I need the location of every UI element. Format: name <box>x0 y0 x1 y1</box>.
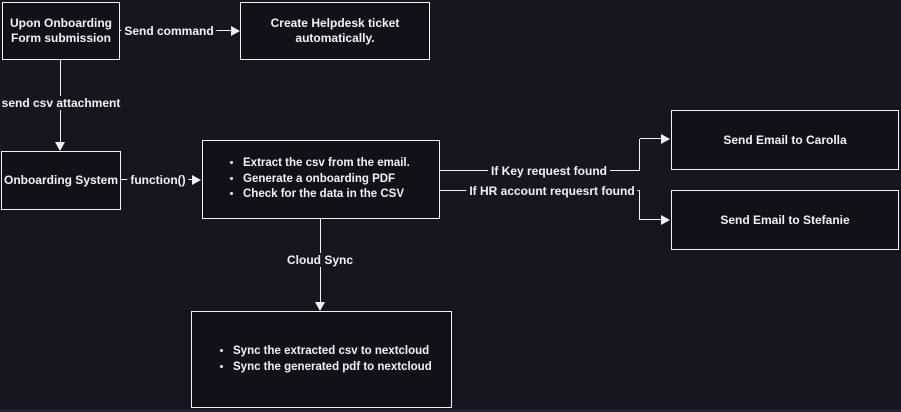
arrow-head-down-icon <box>315 302 325 311</box>
edge-label-send-command: Send command <box>121 24 217 38</box>
node-email-carolla-label: Send Email to Carolla <box>723 132 847 147</box>
node-form-trigger: Upon Onboarding Form submission <box>2 2 120 60</box>
bottom-strip <box>0 409 901 412</box>
process-step-item: Extract the csv from the email. <box>243 156 410 172</box>
node-form-trigger-label: Form submission <box>10 31 111 45</box>
node-form-trigger-label: Upon Onboarding <box>10 16 112 30</box>
cloud-sync-task-item: Sync the generated pdf to nextcloud <box>233 360 432 376</box>
arrow-head-right-icon <box>661 215 670 225</box>
edge-label-cloud-sync: Cloud Sync <box>283 253 357 267</box>
edge-label-function-call: function() <box>127 173 189 187</box>
node-process-steps: Extract the csv from the email. Generate… <box>202 140 440 219</box>
process-steps-list: Extract the csv from the email. Generate… <box>203 156 410 203</box>
node-onboarding-system-label: Onboarding System <box>3 173 119 187</box>
connector-hr-request-line <box>639 191 640 220</box>
arrow-head-down-icon <box>55 142 65 151</box>
process-step-item: Generate a onboarding PDF <box>243 172 410 188</box>
connector-hr-request-line <box>640 219 662 220</box>
node-helpdesk-ticket-label: Create Helpdesk ticket <box>270 16 400 30</box>
process-step-item: Check for the data in the CSV <box>243 187 410 203</box>
node-email-stefanie: Send Email to Stefanie <box>671 190 899 250</box>
edge-label-if-hr-account-request: If HR account requesrt found <box>466 184 638 198</box>
connector-key-request-line <box>639 139 640 171</box>
node-helpdesk-ticket: Create Helpdesk ticket automatically. <box>240 2 430 60</box>
node-helpdesk-ticket-label: automatically. <box>295 31 375 45</box>
node-email-stefanie-label: Send Email to Stefanie <box>720 212 850 227</box>
cloud-sync-task-item: Sync the extracted csv to nextcloud <box>233 344 432 360</box>
edge-label-if-key-request: If Key request found <box>487 164 611 178</box>
connector-key-request-line <box>640 138 662 139</box>
arrow-head-right-icon <box>231 26 240 36</box>
arrow-head-right-icon <box>192 175 201 185</box>
node-cloud-sync-tasks: Sync the extracted csv to nextcloud Sync… <box>191 311 452 408</box>
edge-label-send-csv-attachment: send csv attachment <box>0 96 124 110</box>
arrow-head-right-icon <box>661 134 670 144</box>
cloud-sync-tasks-list: Sync the extracted csv to nextcloud Sync… <box>192 344 432 375</box>
node-onboarding-system: Onboarding System <box>1 151 121 210</box>
node-email-carolla: Send Email to Carolla <box>671 110 899 170</box>
